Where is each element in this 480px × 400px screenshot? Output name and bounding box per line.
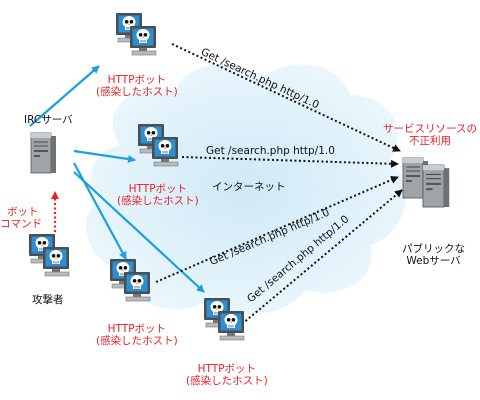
abuse-label: サービスリソースの 不正利用 [383,123,477,147]
bot-host-2-line2: (感染したホスト) [117,195,199,207]
bot-host-1-label: HTTPボット (感染したホスト) [96,74,178,98]
bot-host-4-line1: HTTPボット [197,363,257,375]
request-label-2: Get /search.php http/1.0 [206,145,335,157]
irc-server-label: IRCサーバ [24,114,73,126]
bot-host-1-icon [115,12,157,56]
web-server-icon [402,157,450,208]
bot-command-label: ボット コマンド [0,206,42,230]
bot-command-line1: ボット [7,206,39,218]
command-arrows [29,65,205,293]
web-server-label: パブリックな Webサーバ [402,243,465,267]
abuse-label-line1: サービスリソースの [383,123,477,135]
request-arrow-3 [155,176,399,283]
bot-host-2-line1: HTTPボット [128,183,188,195]
bot-command-line2: コマンド [0,218,42,230]
internet-cloud [86,64,407,314]
web-server-line2: Webサーバ [406,255,461,267]
arrow-to-bot-1 [29,65,100,127]
bot-host-3-line1: HTTPボット [107,323,167,335]
request-arrow-2 [181,156,399,168]
request-arrow-4 [241,189,403,325]
web-server-line1: パブリックな [402,243,465,255]
internet-label: インターネット [212,181,286,193]
attacker-computer-icon [28,233,70,277]
bot-host-3-label: HTTPボット (感染したホスト) [96,323,178,347]
bot-host-4-line2: (感染したホスト) [186,375,268,387]
bot-host-1-line1: HTTPボット [107,74,167,86]
bot-host-3-line2: (感染したホスト) [96,335,178,347]
arrow-to-bot-2 [73,149,136,163]
irc-server-icon [30,132,57,174]
request-arrow-1 [171,43,401,152]
bot-host-2-label: HTTPボット (感染したホスト) [117,183,199,207]
bot-host-1-line2: (感染したホスト) [96,86,178,98]
arrow-to-bot-4 [73,171,205,293]
abuse-label-line2: 不正利用 [408,135,451,147]
bot-host-4-label: HTTPボット (感染したホスト) [186,363,268,387]
request-arrows [155,43,403,325]
attacker-label: 攻撃者 [32,294,64,306]
